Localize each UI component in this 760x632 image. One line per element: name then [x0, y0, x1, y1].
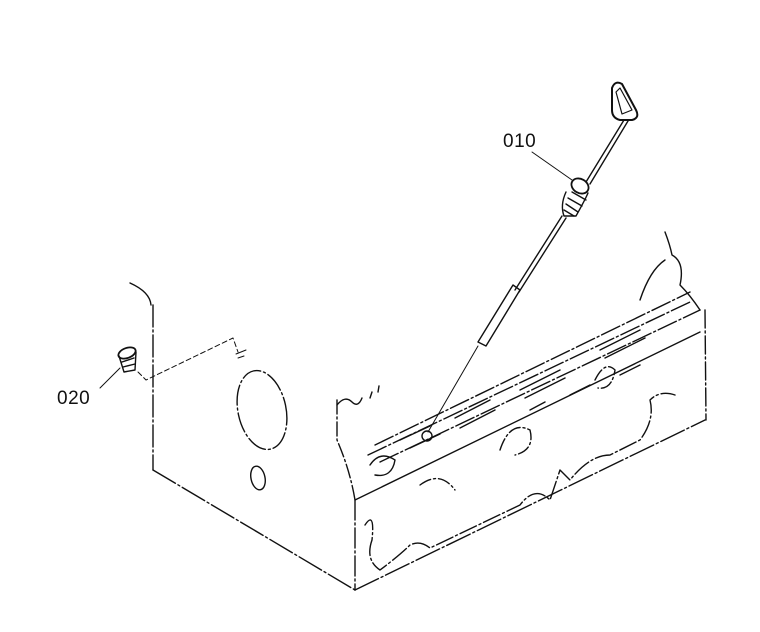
- callout-label-010: 010: [503, 131, 537, 152]
- assembly-guide-line: [137, 337, 239, 381]
- engine-block: [129, 231, 707, 591]
- leader-line-020: [99, 367, 121, 389]
- dipstick-part-010[interactable]: [421, 81, 639, 442]
- leader-line-010: [531, 151, 573, 181]
- callout-label-020: 020: [57, 388, 91, 409]
- plug-part-020[interactable]: [117, 345, 137, 373]
